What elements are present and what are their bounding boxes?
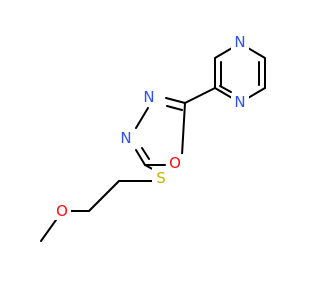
bond-c3-n4	[214, 47, 233, 59]
bond-c6-n1	[247, 87, 266, 99]
atom-s-thioether: S	[152, 168, 170, 187]
atom-n-pyrazine-bottom-label: N	[234, 93, 245, 111]
atom-s-thioether-label: S	[156, 169, 166, 187]
atom-n-oxadiazole-upper: N	[140, 87, 158, 106]
atom-o-methoxy-label: O	[56, 202, 68, 220]
bond-n4-c5	[135, 149, 146, 166]
bond-n4-c5-inner	[141, 147, 150, 160]
bond-n3-n4	[135, 107, 149, 129]
bond-n4-c5	[247, 47, 266, 59]
atom-n-oxadiazole-lower: N	[117, 129, 135, 147]
structure-canvas: N N N N O S O	[40, 32, 266, 242]
bond-ch2-ch2	[88, 180, 120, 212]
oxadiazole-ring	[135, 97, 186, 166]
pyrazine-ring	[214, 47, 266, 99]
bond-pyrazine-oxadiazole	[184, 87, 216, 104]
atom-n-oxadiazole-lower-label: N	[120, 129, 131, 147]
bond-n1-c2	[214, 87, 233, 99]
atom-o-oxadiazole-label: O	[169, 154, 181, 172]
bond-c2-n3	[165, 97, 186, 104]
atom-o-methoxy: O	[53, 202, 71, 220]
atom-n-oxadiazole-upper-label: N	[143, 88, 154, 106]
molecule-diagram: N N N N O S O	[40, 32, 266, 242]
atom-n-pyrazine-bottom: N	[231, 93, 249, 111]
bond-o1-c2	[181, 102, 186, 156]
atom-o-oxadiazole: O	[166, 154, 184, 172]
bond-o-ch3	[40, 219, 57, 242]
bond-n1-c2-inner	[219, 85, 232, 93]
bond-c2-n3-inner	[166, 105, 183, 111]
atom-n-pyrazine-top: N	[231, 32, 249, 51]
atom-n-pyrazine-top-label: N	[234, 33, 245, 51]
